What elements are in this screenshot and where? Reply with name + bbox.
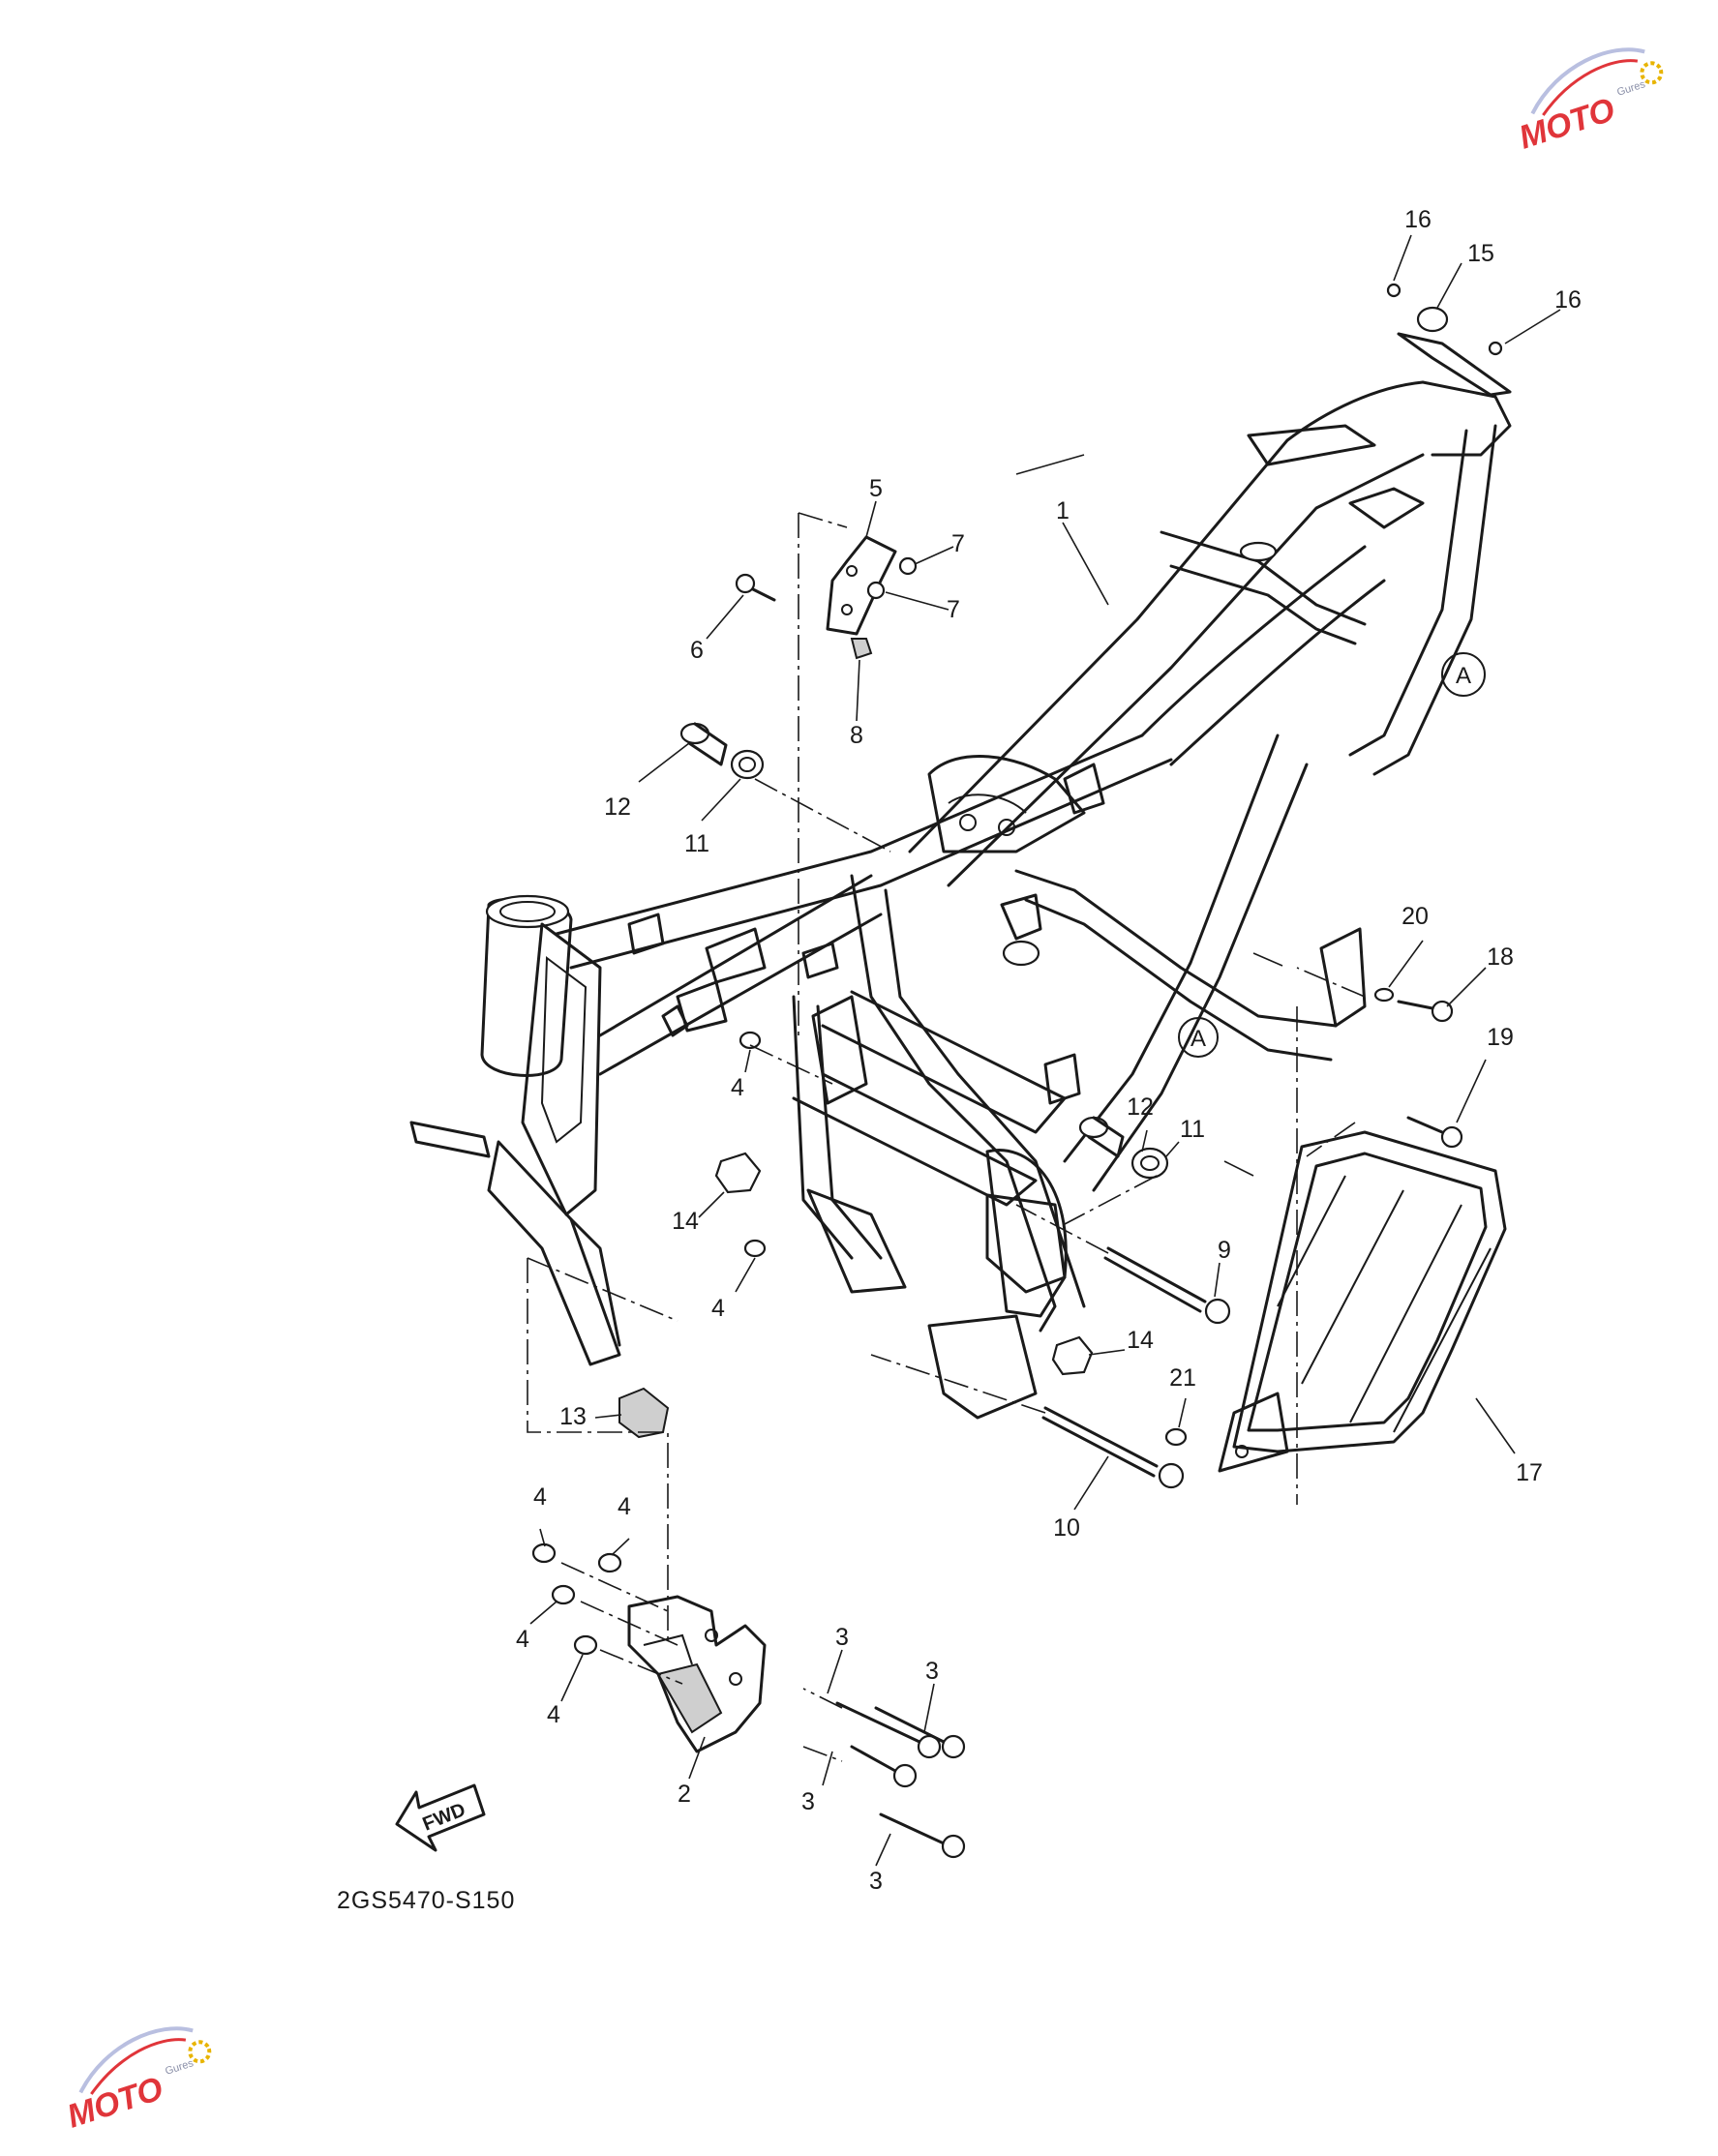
gear-icon xyxy=(1640,61,1664,85)
callout-11: 11 xyxy=(684,830,709,857)
callout-14: 14 xyxy=(1127,1327,1154,1354)
watermark-tagline: Gures xyxy=(164,2057,196,2078)
engine-bracket-part-2 xyxy=(627,1595,767,1753)
callout-4: 4 xyxy=(731,1074,744,1101)
callout-13: 13 xyxy=(559,1403,587,1430)
callout-6: 6 xyxy=(690,637,704,664)
callout-4: 4 xyxy=(618,1493,631,1520)
callout-16: 16 xyxy=(1554,286,1582,314)
pivot-cross-tube xyxy=(792,990,1067,1207)
callout-4: 4 xyxy=(533,1483,547,1511)
watermark-tagline: Gures xyxy=(1615,78,1647,99)
callout-20: 20 xyxy=(1402,903,1429,930)
callout-3: 3 xyxy=(835,1624,849,1651)
callout-12: 12 xyxy=(1127,1093,1154,1121)
callout-4: 4 xyxy=(711,1295,725,1322)
callout-5: 5 xyxy=(869,475,883,502)
callout-4: 4 xyxy=(516,1626,529,1653)
callout-1: 1 xyxy=(1056,497,1070,524)
fasteners xyxy=(531,283,1512,1859)
callout-16: 16 xyxy=(1404,206,1432,233)
assembly-lines xyxy=(527,512,1366,1762)
callout-14: 14 xyxy=(672,1208,699,1235)
reference-label: A xyxy=(1456,663,1471,689)
callout-11: 11 xyxy=(1180,1116,1205,1143)
reference-marker-a-upper: A xyxy=(1441,652,1486,697)
callout-17: 17 xyxy=(1516,1459,1543,1486)
callout-9: 9 xyxy=(1218,1237,1231,1264)
drawing-code: 2GS5470-S150 xyxy=(337,1887,515,1914)
leader-lines xyxy=(529,234,1561,1867)
callout-19: 19 xyxy=(1487,1024,1514,1051)
callout-3: 3 xyxy=(925,1658,939,1685)
main-frame xyxy=(409,380,1512,1420)
reference-marker-a-lower: A xyxy=(1178,1017,1219,1058)
callout-15: 15 xyxy=(1467,240,1494,267)
callout-7: 7 xyxy=(947,596,960,623)
guard-frame-part-17 xyxy=(1218,1130,1507,1473)
callout-2: 2 xyxy=(678,1781,691,1808)
callout-18: 18 xyxy=(1487,943,1514,971)
callout-12: 12 xyxy=(604,794,631,821)
callout-8: 8 xyxy=(850,722,863,749)
watermark-brand: MOTO xyxy=(1515,91,1619,156)
watermark-brand: MOTO xyxy=(63,2070,167,2135)
callout-4: 4 xyxy=(547,1701,560,1728)
watermark-logo-top: MOTO Gures xyxy=(1515,47,1664,157)
callouts: 1 2 3 3 3 3 4 4 4 4 4 4 5 6 7 7 8 9 10 1… xyxy=(516,206,1582,1895)
forward-arrow-icon: FWD xyxy=(395,1783,486,1852)
callout-10: 10 xyxy=(1053,1514,1080,1542)
callout-3: 3 xyxy=(869,1868,883,1895)
reference-label: A xyxy=(1191,1026,1206,1052)
callout-21: 21 xyxy=(1169,1364,1196,1392)
watermark-logo-bottom: MOTO Gures xyxy=(63,2026,212,2136)
callout-3: 3 xyxy=(801,1788,815,1815)
callout-7: 7 xyxy=(951,530,965,557)
